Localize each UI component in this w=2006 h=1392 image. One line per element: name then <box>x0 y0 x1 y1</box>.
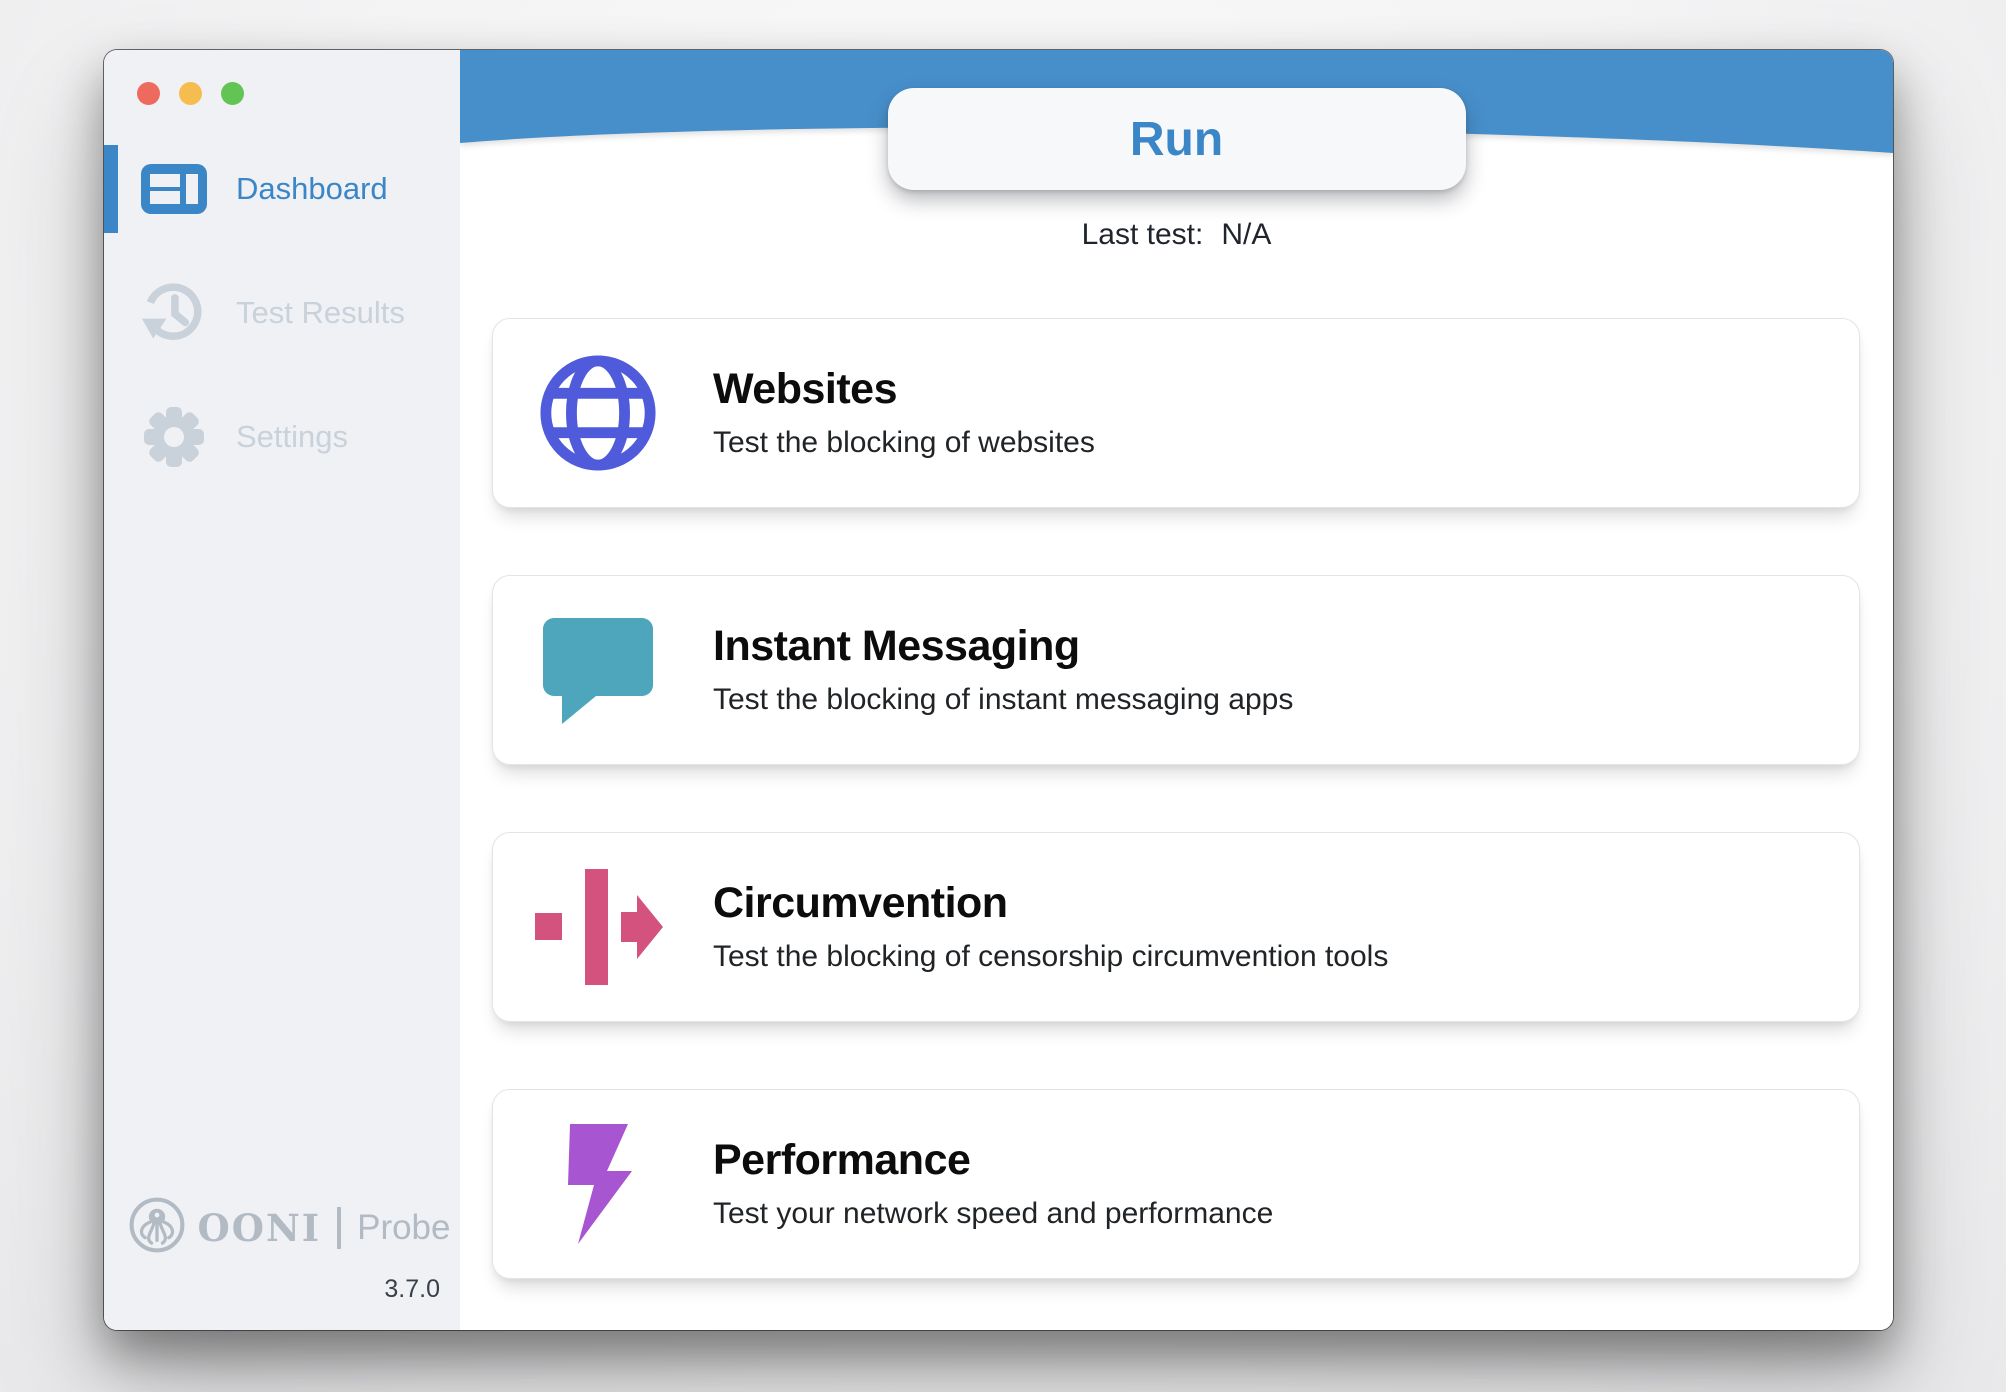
card-description: Test the blocking of censorship circumve… <box>713 939 1389 973</box>
history-clock-icon <box>140 282 208 344</box>
test-card-list: Websites Test the blocking of websites I… <box>492 318 1860 1279</box>
minimize-button[interactable] <box>179 82 202 105</box>
card-title: Instant Messaging <box>713 622 1080 671</box>
sidebar-item-label: Settings <box>236 419 349 454</box>
ooni-probe-logo: OONI Probe <box>104 1196 460 1259</box>
sidebar-nav: Dashboard Test Results <box>104 144 460 482</box>
sidebar: Dashboard Test Results <box>104 50 460 1330</box>
card-instant-messaging[interactable]: Instant Messaging Test the blocking of i… <box>492 575 1860 765</box>
main-content: Run Last test: N/A Websites Test the <box>460 50 1893 1330</box>
brand-probe-wordmark: Probe <box>357 1207 451 1247</box>
sidebar-item-settings[interactable]: Settings <box>104 392 460 482</box>
brand-separator <box>337 1206 342 1249</box>
app-version: 3.7.0 <box>384 1275 440 1303</box>
circumvention-arrow-icon <box>533 864 663 990</box>
card-text: Performance Test your network speed and … <box>713 1137 1273 1230</box>
globe-icon <box>533 350 663 476</box>
last-test-value: N/A <box>1221 218 1272 251</box>
app-window: Dashboard Test Results <box>104 50 1893 1330</box>
sidebar-item-dashboard[interactable]: Dashboard <box>104 144 460 234</box>
gear-icon <box>140 406 208 468</box>
window-controls <box>137 82 244 105</box>
dashboard-icon <box>140 158 208 220</box>
octopus-logo-icon <box>128 1196 186 1259</box>
card-performance[interactable]: Performance Test your network speed and … <box>492 1089 1860 1279</box>
run-button[interactable]: Run <box>887 88 1466 190</box>
card-description: Test your network speed and performance <box>713 1196 1274 1230</box>
card-title: Circumvention <box>713 879 1008 928</box>
lightning-icon <box>533 1121 663 1247</box>
card-websites[interactable]: Websites Test the blocking of websites <box>492 318 1860 508</box>
active-indicator <box>104 145 118 233</box>
sidebar-footer: OONI Probe 3.7.0 <box>104 1196 460 1304</box>
card-text: Websites Test the blocking of websites <box>713 366 1095 459</box>
card-title: Websites <box>713 365 897 414</box>
card-text: Instant Messaging Test the blocking of i… <box>713 623 1293 716</box>
card-description: Test the blocking of instant messaging a… <box>713 682 1294 716</box>
card-text: Circumvention Test the blocking of censo… <box>713 880 1388 973</box>
sidebar-item-label: Dashboard <box>236 171 388 206</box>
sidebar-item-label: Test Results <box>236 295 405 330</box>
chat-bubble-icon <box>533 607 663 733</box>
sidebar-item-test-results[interactable]: Test Results <box>104 268 460 358</box>
zoom-button[interactable] <box>221 82 244 105</box>
close-button[interactable] <box>137 82 160 105</box>
card-description: Test the blocking of websites <box>713 425 1095 459</box>
last-test-label: Last test: <box>1081 218 1204 251</box>
card-title: Performance <box>713 1136 971 1185</box>
card-circumvention[interactable]: Circumvention Test the blocking of censo… <box>492 832 1860 1022</box>
run-button-label: Run <box>1129 112 1224 166</box>
brand-ooni-wordmark: OONI <box>197 1205 322 1250</box>
last-test-status: Last test: N/A <box>460 218 1893 252</box>
